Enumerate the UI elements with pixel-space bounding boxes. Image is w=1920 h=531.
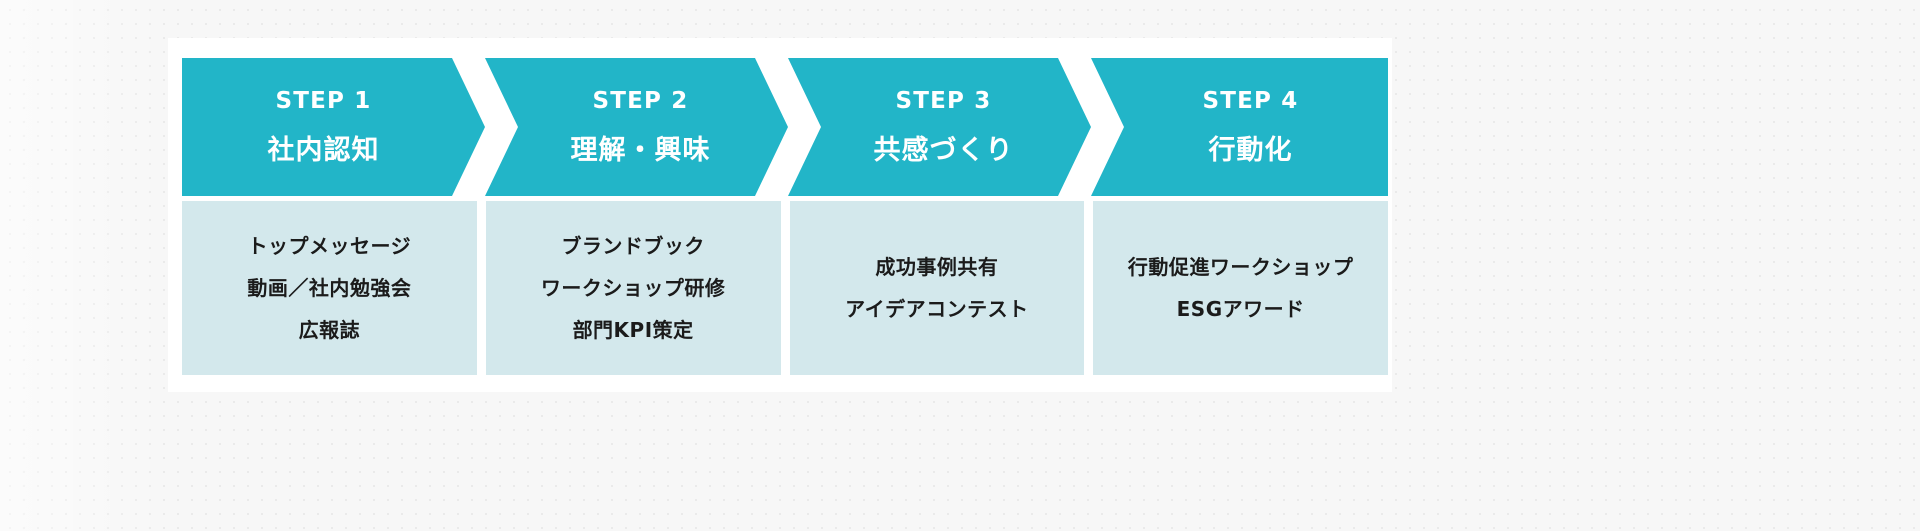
step-chevron-4[interactable]: STEP 4 行動化 (1091, 58, 1388, 196)
step-2-item-1: ブランドブック (561, 234, 705, 258)
step-4-item-2: ESGアワード (1176, 297, 1305, 321)
step-1-body-box[interactable]: トップメッセージ 動画／社内勉強会 広報誌 (182, 201, 477, 375)
step-4-number-label: STEP 4 (1202, 88, 1299, 114)
step-body-row: トップメッセージ 動画／社内勉強会 広報誌 ブランドブック ワークショップ研修 … (182, 201, 1388, 375)
diagram-card: STEP 1 社内認知 STEP 2 理解・興味 STEP 3 共感づくり ST… (168, 38, 1392, 392)
step-1-item-1: トップメッセージ (247, 234, 412, 258)
step-chevron-3-inner: STEP 3 共感づくり (788, 88, 1091, 166)
step-chevron-1[interactable]: STEP 1 社内認知 (182, 58, 485, 196)
step-header-row: STEP 1 社内認知 STEP 2 理解・興味 STEP 3 共感づくり ST… (182, 58, 1388, 196)
step-2-number-label: STEP 2 (592, 88, 689, 114)
step-3-body-box[interactable]: 成功事例共有 アイデアコンテスト (789, 201, 1085, 375)
step-3-item-1: 成功事例共有 (875, 255, 999, 279)
step-4-body-box[interactable]: 行動促進ワークショップ ESGアワード (1093, 201, 1388, 375)
step-2-body-box[interactable]: ブランドブック ワークショップ研修 部門KPI策定 (485, 201, 781, 375)
step-chevron-2-inner: STEP 2 理解・興味 (485, 88, 788, 166)
page-edge-sheen (0, 0, 170, 531)
step-chevron-2[interactable]: STEP 2 理解・興味 (485, 58, 788, 196)
step-1-title: 社内認知 (267, 135, 380, 166)
step-3-number-label: STEP 3 (895, 88, 992, 114)
step-2-title: 理解・興味 (570, 135, 711, 166)
step-4-item-1: 行動促進ワークショップ (1127, 255, 1354, 279)
step-chevron-4-inner: STEP 4 行動化 (1091, 88, 1388, 166)
step-1-item-3: 広報誌 (298, 318, 361, 342)
step-2-item-3: 部門KPI策定 (572, 318, 694, 342)
step-1-item-2: 動画／社内勉強会 (247, 276, 412, 300)
step-4-title: 行動化 (1208, 135, 1293, 166)
step-2-item-2: ワークショップ研修 (540, 276, 726, 300)
step-3-title: 共感づくり (873, 135, 1014, 166)
step-3-item-2: アイデアコンテスト (845, 297, 1029, 321)
step-chevron-3[interactable]: STEP 3 共感づくり (788, 58, 1091, 196)
step-1-number-label: STEP 1 (275, 88, 372, 114)
step-chevron-1-inner: STEP 1 社内認知 (182, 88, 485, 166)
